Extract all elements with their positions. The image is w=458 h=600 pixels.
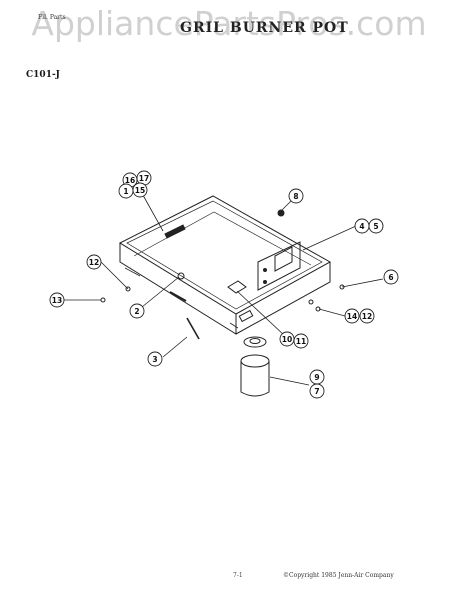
callout-label: 12 — [362, 312, 372, 321]
callout-13: 13 — [49, 292, 65, 308]
callout-label: 10 — [282, 335, 292, 344]
watermark: AppliancePartsPros.com — [31, 4, 427, 43]
jar-part-9 — [240, 361, 270, 397]
pan-left-wall — [119, 243, 237, 335]
burner-mount — [227, 280, 247, 294]
callout-9: 9 — [309, 369, 325, 385]
callout-label: 5 — [373, 222, 378, 231]
callout-label: 15 — [135, 186, 145, 195]
callout-label: 11 — [296, 337, 306, 346]
callout-label: 13 — [52, 296, 62, 305]
header-small-text: Fil. Parts — [38, 14, 66, 21]
model-number: C101-J — [26, 70, 60, 80]
callout-label: 7 — [314, 387, 319, 396]
callout-label: 4 — [359, 222, 364, 231]
pan-top-rim — [118, 195, 332, 315]
page-title: GRIL BURNER POT — [180, 20, 349, 36]
callout-12-top: 12 — [86, 254, 102, 270]
callout-4: 4 — [354, 218, 370, 234]
callout-8: 8 — [288, 188, 304, 204]
callout-2: 2 — [129, 303, 145, 319]
callout-label: 12 — [89, 258, 99, 267]
callout-14: 14 — [344, 308, 360, 324]
callout-label: 16 — [125, 176, 135, 185]
copyright-text: ©Copyright 1985 Jenn-Air Company — [283, 572, 394, 579]
callout-label: 3 — [152, 355, 157, 364]
callout-3: 3 — [147, 351, 163, 367]
callout-5: 5 — [368, 218, 384, 234]
callout-1: 1 — [118, 183, 134, 199]
pan-right-wall — [235, 262, 331, 335]
callout-label: 6 — [388, 273, 393, 282]
callout-15: 15 — [132, 182, 148, 198]
bracket — [257, 241, 301, 291]
screw-part-3 — [186, 317, 200, 340]
callout-label: 2 — [134, 307, 139, 316]
callout-7: 7 — [309, 383, 325, 399]
callout-label: 1 — [123, 187, 128, 196]
callout-label: 17 — [139, 174, 149, 183]
page-number: 7-1 — [233, 572, 243, 579]
callout-11: 11 — [293, 333, 309, 349]
callout-6: 6 — [383, 269, 399, 285]
callout-label: 8 — [293, 192, 298, 201]
callout-label: 14 — [347, 312, 357, 321]
callout-10: 10 — [279, 331, 295, 347]
callout-label: 9 — [314, 373, 319, 382]
callout-12-bottom: 12 — [359, 308, 375, 324]
